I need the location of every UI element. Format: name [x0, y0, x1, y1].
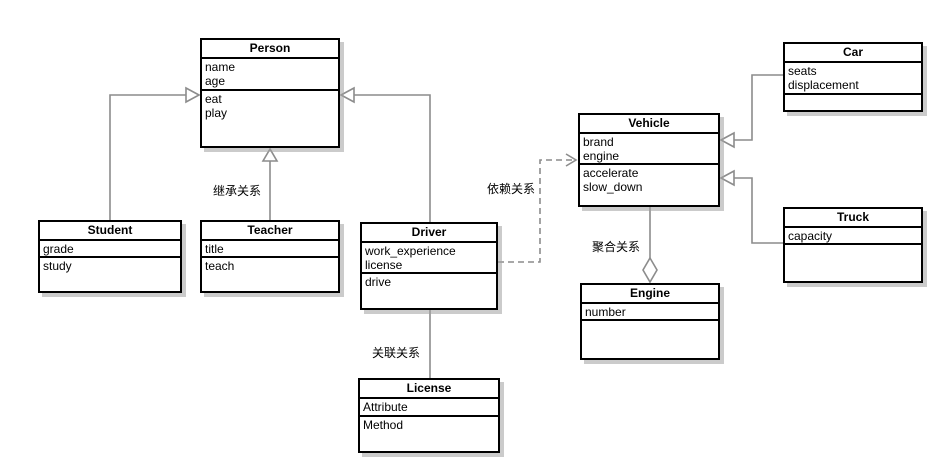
attribute: name: [205, 60, 236, 74]
attribute: number: [585, 305, 626, 319]
class-box-engine: Engine number: [580, 283, 720, 360]
attributes-section: name age: [202, 59, 338, 91]
label-dependency: 依赖关系: [487, 182, 536, 196]
class-title: License: [360, 380, 498, 399]
attributes-section: grade: [40, 241, 180, 258]
class-title: Vehicle: [580, 115, 718, 134]
class-title: Teacher: [202, 222, 338, 241]
attribute: displacement: [788, 78, 859, 92]
class-title: Person: [202, 40, 338, 59]
hollow-triangle-arrowhead: [185, 86, 201, 104]
class-box-driver: Driver work_experience license drive: [360, 222, 498, 310]
attributes-section: number: [582, 304, 718, 321]
method: slow_down: [583, 180, 643, 194]
label-association: 关联关系: [372, 346, 421, 360]
attribute: brand: [583, 135, 614, 149]
class-box-vehicle: Vehicle brand engine accelerate slow_dow…: [578, 113, 720, 207]
attribute: Attribute: [363, 400, 408, 414]
methods-section: [582, 321, 718, 358]
class-box-car: Car seats displacement: [783, 42, 923, 112]
method: study: [43, 259, 72, 273]
attribute: seats: [788, 64, 817, 78]
attributes-section: work_experience license: [362, 243, 496, 274]
connector-student-person-inheritance: [109, 86, 201, 220]
class-title: Car: [785, 44, 921, 63]
class-box-truck: Truck capacity: [783, 207, 923, 283]
attribute: work_experience: [365, 244, 456, 258]
connector-vehicle-engine-aggregation: [642, 207, 658, 284]
connector-truck-vehicle-inheritance: [719, 169, 783, 244]
hollow-triangle-arrowhead: [261, 147, 279, 162]
label-aggregation: 聚合关系: [592, 240, 641, 254]
attribute: title: [205, 242, 224, 256]
methods-section: teach: [202, 258, 338, 291]
open-arrowhead: [565, 153, 578, 167]
method: accelerate: [583, 166, 639, 180]
class-title: Driver: [362, 224, 496, 243]
methods-section: drive: [362, 274, 496, 308]
hollow-diamond: [642, 256, 658, 284]
attribute: license: [365, 258, 403, 272]
class-box-license: License Attribute Method: [358, 378, 500, 453]
methods-section: Method: [360, 417, 498, 451]
methods-section: accelerate slow_down: [580, 165, 718, 205]
method: eat: [205, 92, 222, 106]
attributes-section: Attribute: [360, 399, 498, 417]
methods-section: [785, 95, 921, 110]
attributes-section: brand engine: [580, 134, 718, 165]
connector-teacher-person-inheritance: [261, 147, 279, 220]
connector-driver-vehicle-dependency: [498, 153, 578, 263]
class-title: Truck: [785, 209, 921, 228]
hollow-triangle-arrowhead: [719, 169, 735, 187]
attribute: engine: [583, 149, 620, 163]
class-title: Student: [40, 222, 180, 241]
attribute: age: [205, 74, 226, 88]
method: Method: [363, 418, 404, 432]
attribute: grade: [43, 242, 74, 256]
class-box-person: Person name age eat play: [200, 38, 340, 148]
hollow-triangle-arrowhead: [339, 86, 355, 104]
attribute: capacity: [788, 229, 833, 243]
attributes-section: title: [202, 241, 338, 258]
method: drive: [365, 275, 392, 289]
connector-driver-person-inheritance: [339, 86, 431, 222]
connector-car-vehicle-inheritance: [719, 74, 783, 149]
methods-section: study: [40, 258, 180, 291]
class-box-teacher: Teacher title teach: [200, 220, 340, 293]
attributes-section: capacity: [785, 228, 921, 245]
methods-section: eat play: [202, 91, 338, 146]
hollow-triangle-arrowhead: [719, 131, 735, 149]
class-box-student: Student grade study: [38, 220, 182, 293]
class-title: Engine: [582, 285, 718, 304]
method: play: [205, 106, 228, 120]
label-inheritance: 继承关系: [213, 184, 262, 198]
attributes-section: seats displacement: [785, 63, 921, 95]
methods-section: [785, 245, 921, 281]
method: teach: [205, 259, 235, 273]
